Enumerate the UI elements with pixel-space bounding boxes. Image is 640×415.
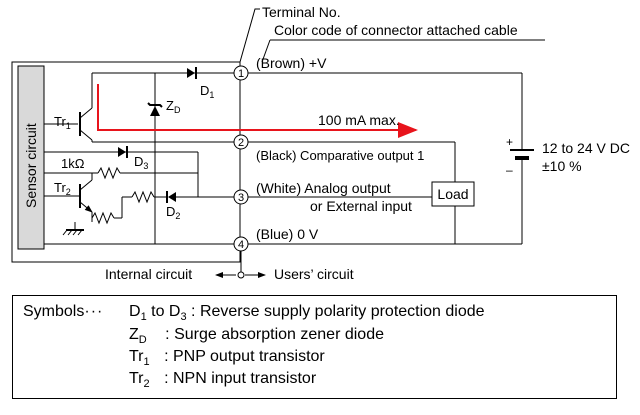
d2-label: D2	[166, 204, 180, 221]
ground-hatch-2	[67, 229, 73, 236]
zd-label: ZD	[166, 98, 181, 115]
current-label: 100 mA max.	[318, 112, 400, 128]
symbol-desc: : Reverse supply polarity protection dio…	[186, 303, 485, 320]
supply-plus: +	[506, 135, 513, 149]
symbols-dots: ···	[84, 303, 104, 320]
symbol-desc: : Surge absorption zener diode	[160, 326, 384, 343]
tr1-collector	[79, 129, 93, 141]
symbol-row-tr1: Tr1 : PNP output transistor	[129, 347, 325, 372]
header-leader-line-2	[261, 39, 271, 63]
svg-text:1: 1	[238, 68, 244, 80]
symbol-row-diodes: D1 to D3 : Reverse supply polarity prote…	[129, 302, 485, 327]
tr1-label: Tr1	[54, 114, 71, 131]
d3-label: D3	[134, 154, 148, 171]
current-arrow	[97, 84, 418, 138]
header-leader-line	[239, 8, 260, 63]
tr2-emitter	[79, 201, 93, 213]
d2-diode	[168, 192, 176, 202]
d1-diode	[187, 68, 195, 78]
symbol-key-sub: 2	[143, 378, 150, 391]
resistor-label: 1kΩ	[61, 156, 85, 171]
terminal-3: 3	[233, 189, 249, 205]
d1-label: D1	[200, 83, 214, 100]
symbol-key: D	[129, 303, 141, 320]
symbols-legend: Symbols··· D1 to D3 : Reverse supply pol…	[12, 295, 617, 399]
symbol-desc: : NPN input transistor	[159, 370, 317, 387]
terminal-2: 2	[233, 134, 249, 150]
supply-tolerance: ±10 %	[542, 158, 582, 174]
svg-text:2: 2	[238, 137, 244, 149]
symbols-title-row: Symbols···	[23, 302, 103, 322]
d3-diode	[118, 147, 126, 157]
symbols-title: Symbols	[23, 303, 85, 320]
symbol-key-mid: to D	[146, 303, 181, 320]
boundary-marker	[237, 271, 245, 279]
ground-hatch-1	[62, 229, 68, 236]
load-box	[431, 181, 475, 207]
terminal-1: 1	[233, 65, 249, 81]
symbol-key: Tr	[129, 348, 144, 365]
symbol-key-sub2: 3	[180, 311, 187, 324]
symbol-key-sub: D	[138, 334, 147, 347]
symbol-desc: : PNP output transistor	[159, 348, 325, 365]
users-circuit-label: Users’ circuit	[274, 266, 354, 282]
sensor-circuit-block	[17, 65, 45, 250]
supply-voltage: 12 to 24 V DC	[542, 140, 630, 156]
resistor-1k	[97, 166, 121, 180]
terminal-no-label: Terminal No.	[262, 4, 341, 20]
symbol-key: Z	[129, 326, 139, 343]
supply-minus: –	[506, 163, 513, 177]
terminal-4: 4	[233, 236, 249, 252]
svg-text:4: 4	[238, 239, 244, 251]
tr2-label: Tr2	[54, 180, 71, 197]
terminal-4-label: (Blue) 0 V	[256, 226, 319, 242]
sensor-circuit-label: Sensor circuit	[23, 123, 39, 208]
symbol-key-sub: 1	[143, 356, 150, 369]
internal-circuit-label: Internal circuit	[105, 266, 192, 282]
ground-hatch-3	[72, 229, 78, 236]
tr2-collector	[79, 179, 93, 191]
wiring-diagram: Terminal No. Color code of connector att…	[11, 4, 630, 282]
resistor-tr2-b	[131, 190, 155, 204]
symbol-row-tr2: Tr2 : NPN input transistor	[129, 369, 316, 394]
ground-hatch-4	[77, 229, 83, 236]
color-code-label: Color code of connector attached cable	[274, 22, 518, 38]
resistor-tr2-a	[91, 211, 115, 225]
symbol-key-sub: 1	[140, 311, 147, 324]
terminal-2-label: (Black) Comparative output 1	[256, 148, 424, 163]
symbol-key: Tr	[129, 370, 144, 387]
zd-diode-bar	[147, 102, 163, 108]
terminal-3-label: (White) Analog output	[256, 180, 391, 196]
tr1-emitter	[79, 107, 93, 119]
terminal-3-label-2: or External input	[310, 198, 412, 214]
load-label: Load	[437, 186, 468, 202]
zd-diode	[150, 106, 160, 116]
symbol-row-zener: ZD : Surge absorption zener diode	[129, 325, 384, 350]
terminal-1-label: (Brown) +V	[256, 55, 327, 71]
svg-text:3: 3	[238, 192, 244, 204]
